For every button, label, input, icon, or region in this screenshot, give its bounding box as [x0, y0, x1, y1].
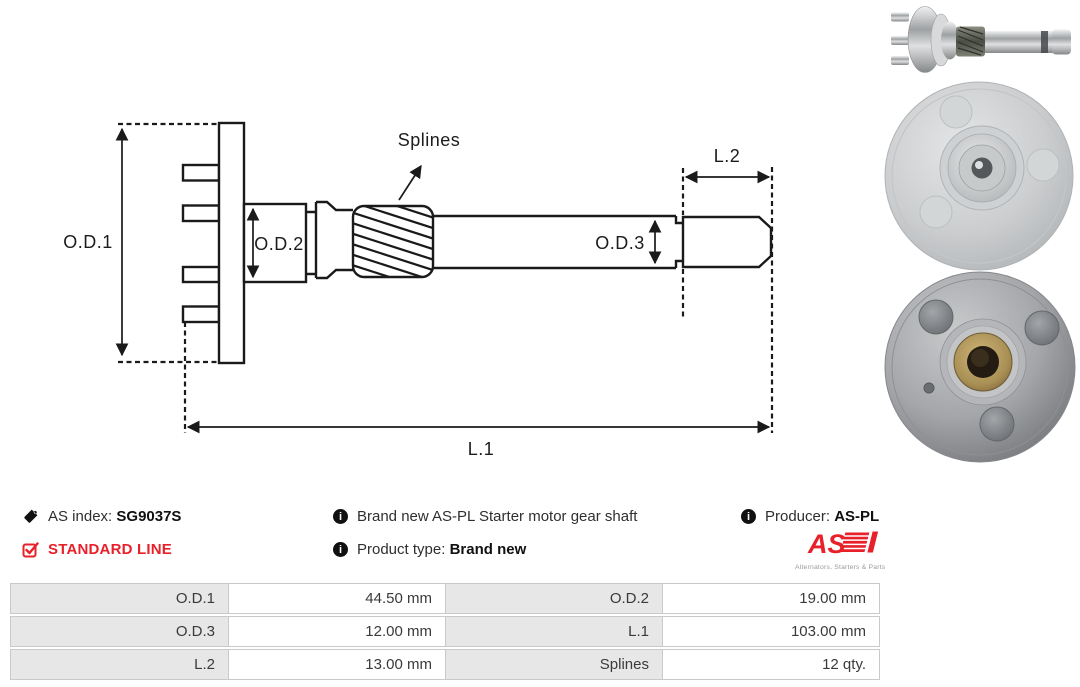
as-pl-logo: AS Alternators, Starters & Parts: [795, 529, 886, 571]
as-index-value: SG9037S: [116, 508, 182, 525]
splines-label: Splines: [398, 130, 461, 150]
dim-label-od3: O.D.3: [595, 233, 645, 253]
photo-side-view: [891, 6, 1071, 73]
info-icon: i: [333, 509, 348, 524]
gear-shaft-technical-drawing: O.D.1 O.D.2 O.D.3 L.2 L.1 Splines: [63, 121, 774, 459]
checkbox-checked-icon: [22, 541, 39, 558]
table-row: O.D.1 44.50 mm O.D.2 19.00 mm: [10, 583, 880, 614]
as-pl-logo-mark: AS: [807, 529, 879, 559]
spec-value: 13.00 mm: [228, 650, 445, 679]
spec-label: O.D.1: [11, 584, 228, 613]
producer-value: AS-PL: [834, 508, 880, 525]
spline-hatching: [353, 206, 433, 277]
spec-label: O.D.3: [11, 617, 228, 646]
product-type-value: Brand new: [449, 541, 527, 558]
info-icon: i: [741, 509, 756, 524]
dimension-lines: [115, 127, 771, 434]
as-pl-logo-tagline: Alternators, Starters & Parts: [795, 564, 886, 571]
table-row: O.D.3 12.00 mm L.1 103.00 mm: [10, 616, 880, 647]
tag-icon: [22, 508, 39, 525]
spec-label: L.1: [445, 617, 662, 646]
as-index-row: AS index: SG9037S: [22, 508, 181, 525]
spec-value: 103.00 mm: [662, 617, 879, 646]
spec-value: 12 qty.: [662, 650, 879, 679]
svg-text:AS: AS: [807, 530, 846, 558]
info-icon: i: [333, 542, 348, 557]
spec-value: 19.00 mm: [662, 584, 879, 613]
description-text: Brand new AS-PL Starter motor gear shaft: [357, 508, 638, 525]
spec-value: 12.00 mm: [228, 617, 445, 646]
dim-label-l1: L.1: [468, 439, 495, 459]
standard-line-badge: STANDARD LINE: [48, 541, 172, 558]
dim-label-od2: O.D.2: [254, 234, 304, 254]
spec-label: L.2: [11, 650, 228, 679]
dim-label-od1: O.D.1: [63, 232, 113, 252]
product-type-row: i Product type: Brand new: [333, 541, 526, 558]
product-type-text: Product type: Brand new: [357, 541, 527, 558]
description-row: i Brand new AS-PL Starter motor gear sha…: [333, 508, 637, 525]
spec-table: O.D.1 44.50 mm O.D.2 19.00 mm O.D.3 12.0…: [10, 583, 880, 682]
as-index-text: AS index: SG9037S: [48, 508, 182, 525]
product-photos: [884, 6, 1076, 463]
photo-front-view: [884, 81, 1074, 271]
table-row: L.2 13.00 mm Splines 12 qty.: [10, 649, 880, 680]
photo-back-view: [884, 271, 1076, 463]
shaft-outline: [181, 121, 773, 365]
producer-text: Producer: AS-PL: [765, 508, 880, 525]
standard-line-row: STANDARD LINE: [22, 541, 172, 558]
spec-label: Splines: [445, 650, 662, 679]
spec-value: 44.50 mm: [228, 584, 445, 613]
dim-label-l2: L.2: [714, 146, 741, 166]
spec-label: O.D.2: [445, 584, 662, 613]
producer-row: i Producer: AS-PL: [741, 508, 879, 525]
